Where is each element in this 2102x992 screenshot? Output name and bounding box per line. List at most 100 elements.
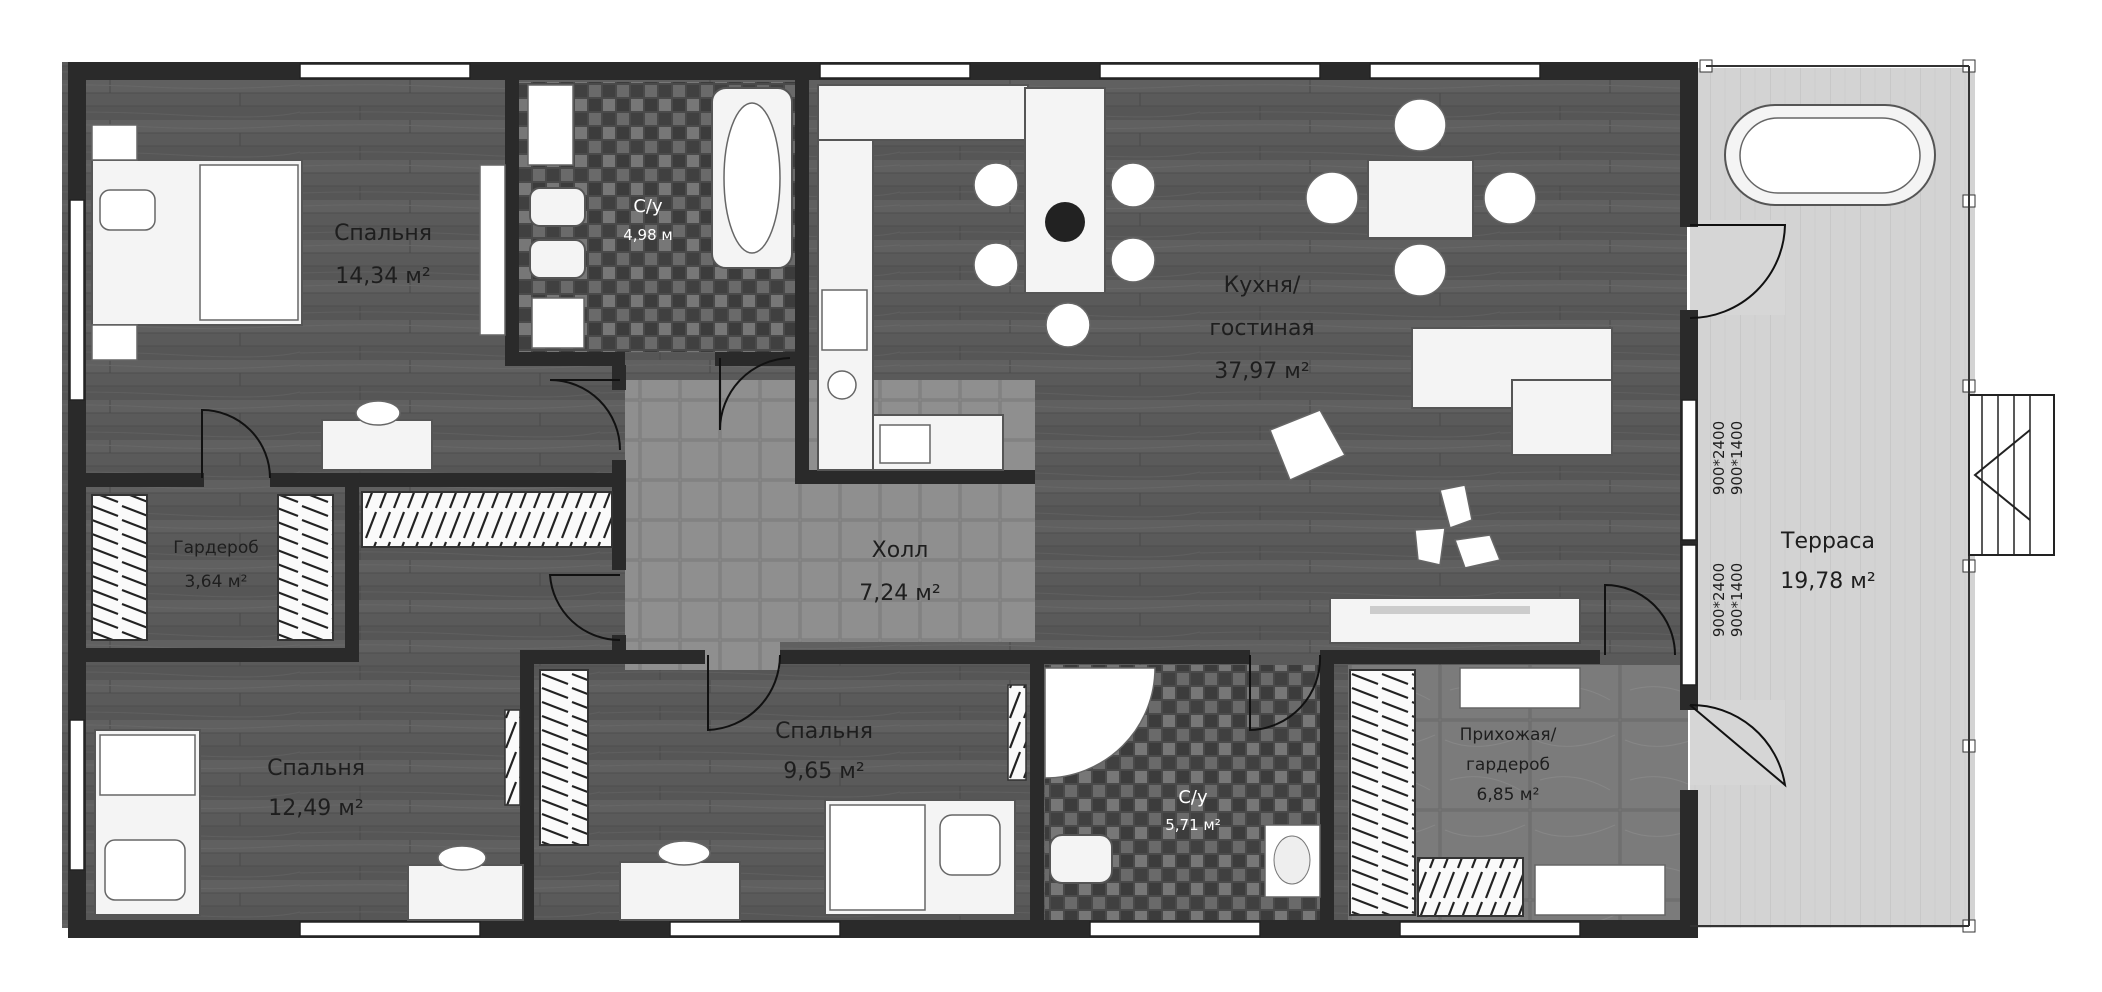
room-area-bathroom-2: 5,71 м² [1165, 816, 1221, 834]
armchair [1269, 409, 1347, 482]
wall-bedroom3-bath2 [1030, 650, 1044, 928]
room-name-entry-line1: Прихожая/ [1460, 725, 1557, 745]
kitchen-sink [821, 289, 868, 351]
island-chair-1 [973, 162, 1019, 208]
wardrobe-rack-right [277, 494, 334, 641]
wall-bath2-entry [1320, 650, 1334, 928]
terrace-stairs [1968, 394, 2055, 556]
room-name-bedroom-3: Спальня [775, 719, 873, 744]
door-bedroom2[interactable] [548, 574, 621, 642]
shoe-rack-entry [1417, 857, 1524, 917]
wall-hall-left-a [612, 460, 626, 570]
desk-bedroom2 [407, 864, 524, 921]
pillow-bedroom2 [104, 839, 186, 901]
wall-hall-top-stub [612, 365, 626, 390]
door-bathroom1[interactable] [719, 357, 791, 431]
desk-bedroom1 [321, 419, 433, 471]
wall-bedroom1-bath1 [505, 80, 519, 365]
door-bathroom2[interactable] [1249, 654, 1322, 732]
wall-hall-left-b [612, 635, 626, 650]
island-chair-4 [1110, 237, 1156, 283]
toilet-bathroom2 [1049, 834, 1113, 884]
opening-lower-line2: 900*1400 [1728, 563, 1746, 637]
stool-2 [1414, 527, 1446, 566]
blanket-bedroom2 [99, 734, 196, 796]
doors [201, 224, 1787, 788]
closet-rack-hall [361, 491, 613, 548]
chair-bedroom2 [437, 845, 487, 871]
kitchen-hob [827, 370, 857, 400]
room-name-bedroom-2: Спальня [267, 756, 365, 781]
door-terrace-lower[interactable] [1689, 703, 1787, 788]
island-chair-2 [973, 242, 1019, 288]
stool-1 [1439, 484, 1473, 529]
blanket-bedroom3 [829, 804, 926, 911]
window-left-bedroom-2 [69, 719, 85, 871]
island-chair-5 [1045, 302, 1091, 348]
dining-chair-bottom [1393, 243, 1447, 297]
room-area-hall: 7,24 м² [859, 581, 940, 606]
wall-corner [345, 648, 359, 662]
nightstand-bedroom1-a [91, 124, 138, 161]
cabinet-bath1 [527, 84, 574, 166]
window-bottom-bedroom-2 [299, 921, 481, 937]
walls [68, 62, 1698, 938]
room-name-kitchen-line1: Кухня/ [1224, 273, 1301, 298]
door-terrace-upper[interactable] [1689, 224, 1787, 319]
wall-bedroom1-bottom-b [270, 473, 625, 487]
wardrobe-entry [1349, 669, 1416, 916]
room-area-bedroom-1: 14,34 м² [335, 264, 430, 289]
door-bedroom3[interactable] [707, 654, 782, 732]
wall-kitchen-hall [795, 470, 1035, 484]
opening-lower-line1: 900*2400 [1710, 563, 1728, 637]
blanket-bedroom1 [199, 164, 299, 321]
window-left-bedroom-1 [69, 199, 85, 401]
chair-bedroom1 [355, 400, 401, 426]
room-area-bedroom-2: 12,49 м² [268, 796, 363, 821]
cabinet-entry [1534, 864, 1666, 916]
window-right-upper [1681, 399, 1697, 541]
door-wardrobe[interactable] [201, 408, 271, 479]
window-bottom-bedroom-3 [669, 921, 841, 937]
pillow-bedroom1 [99, 189, 156, 231]
dining-chair-top [1393, 98, 1447, 152]
sink-basin-bathroom2 [1273, 835, 1311, 885]
door-bedroom1[interactable] [549, 379, 621, 451]
bidet-bath1 [529, 239, 586, 279]
fruit-bowl [1045, 202, 1085, 242]
tv-console [1329, 597, 1581, 644]
window-top-kitchen-3 [1369, 63, 1541, 79]
window-bottom-entry [1399, 921, 1581, 937]
wall-wardrobe-bottom [86, 648, 359, 662]
bench-entry [1459, 667, 1581, 709]
stool-3 [1453, 534, 1502, 569]
sink-bath1 [531, 297, 585, 349]
wall-bath1-kitchen [795, 80, 809, 480]
opening-dimensions: 900*2400 900*1400 900*2400 900*1400 [1710, 421, 1746, 637]
pillow-bedroom3 [939, 814, 1001, 876]
dining-chair-right [1483, 171, 1537, 225]
wall-wardrobe-right [345, 487, 359, 662]
opening-upper-line2: 900*1400 [1728, 421, 1746, 495]
room-name-bedroom-1: Спальня [334, 221, 432, 246]
room-name-entry-line2: гардероб [1466, 755, 1550, 775]
kitchen-island [1024, 87, 1106, 294]
wall-bedroom1-bottom-a [86, 473, 204, 487]
room-name-wardrobe: Гардероб [173, 538, 258, 558]
window-right-lower [1681, 544, 1697, 686]
window-top-kitchen-2 [1099, 63, 1321, 79]
terrace-door-area-upper [1690, 220, 1785, 315]
room-area-kitchen: 37,97 м² [1214, 359, 1309, 384]
wall-bedroom2-bedroom3 [520, 650, 534, 928]
chair-bedroom3 [657, 840, 711, 866]
room-area-terrace: 19,78 м² [1780, 569, 1875, 594]
island-chair-3 [1110, 162, 1156, 208]
kitchen-upper-counter [817, 84, 1029, 141]
wall-bedroom3-top-a [520, 650, 705, 664]
shower-bathroom2 [1044, 667, 1156, 779]
room-area-bedroom-3: 9,65 м² [783, 759, 864, 784]
desk-bedroom3 [619, 861, 741, 921]
door-entry[interactable] [1604, 583, 1676, 656]
toilet-bath1 [529, 187, 586, 227]
